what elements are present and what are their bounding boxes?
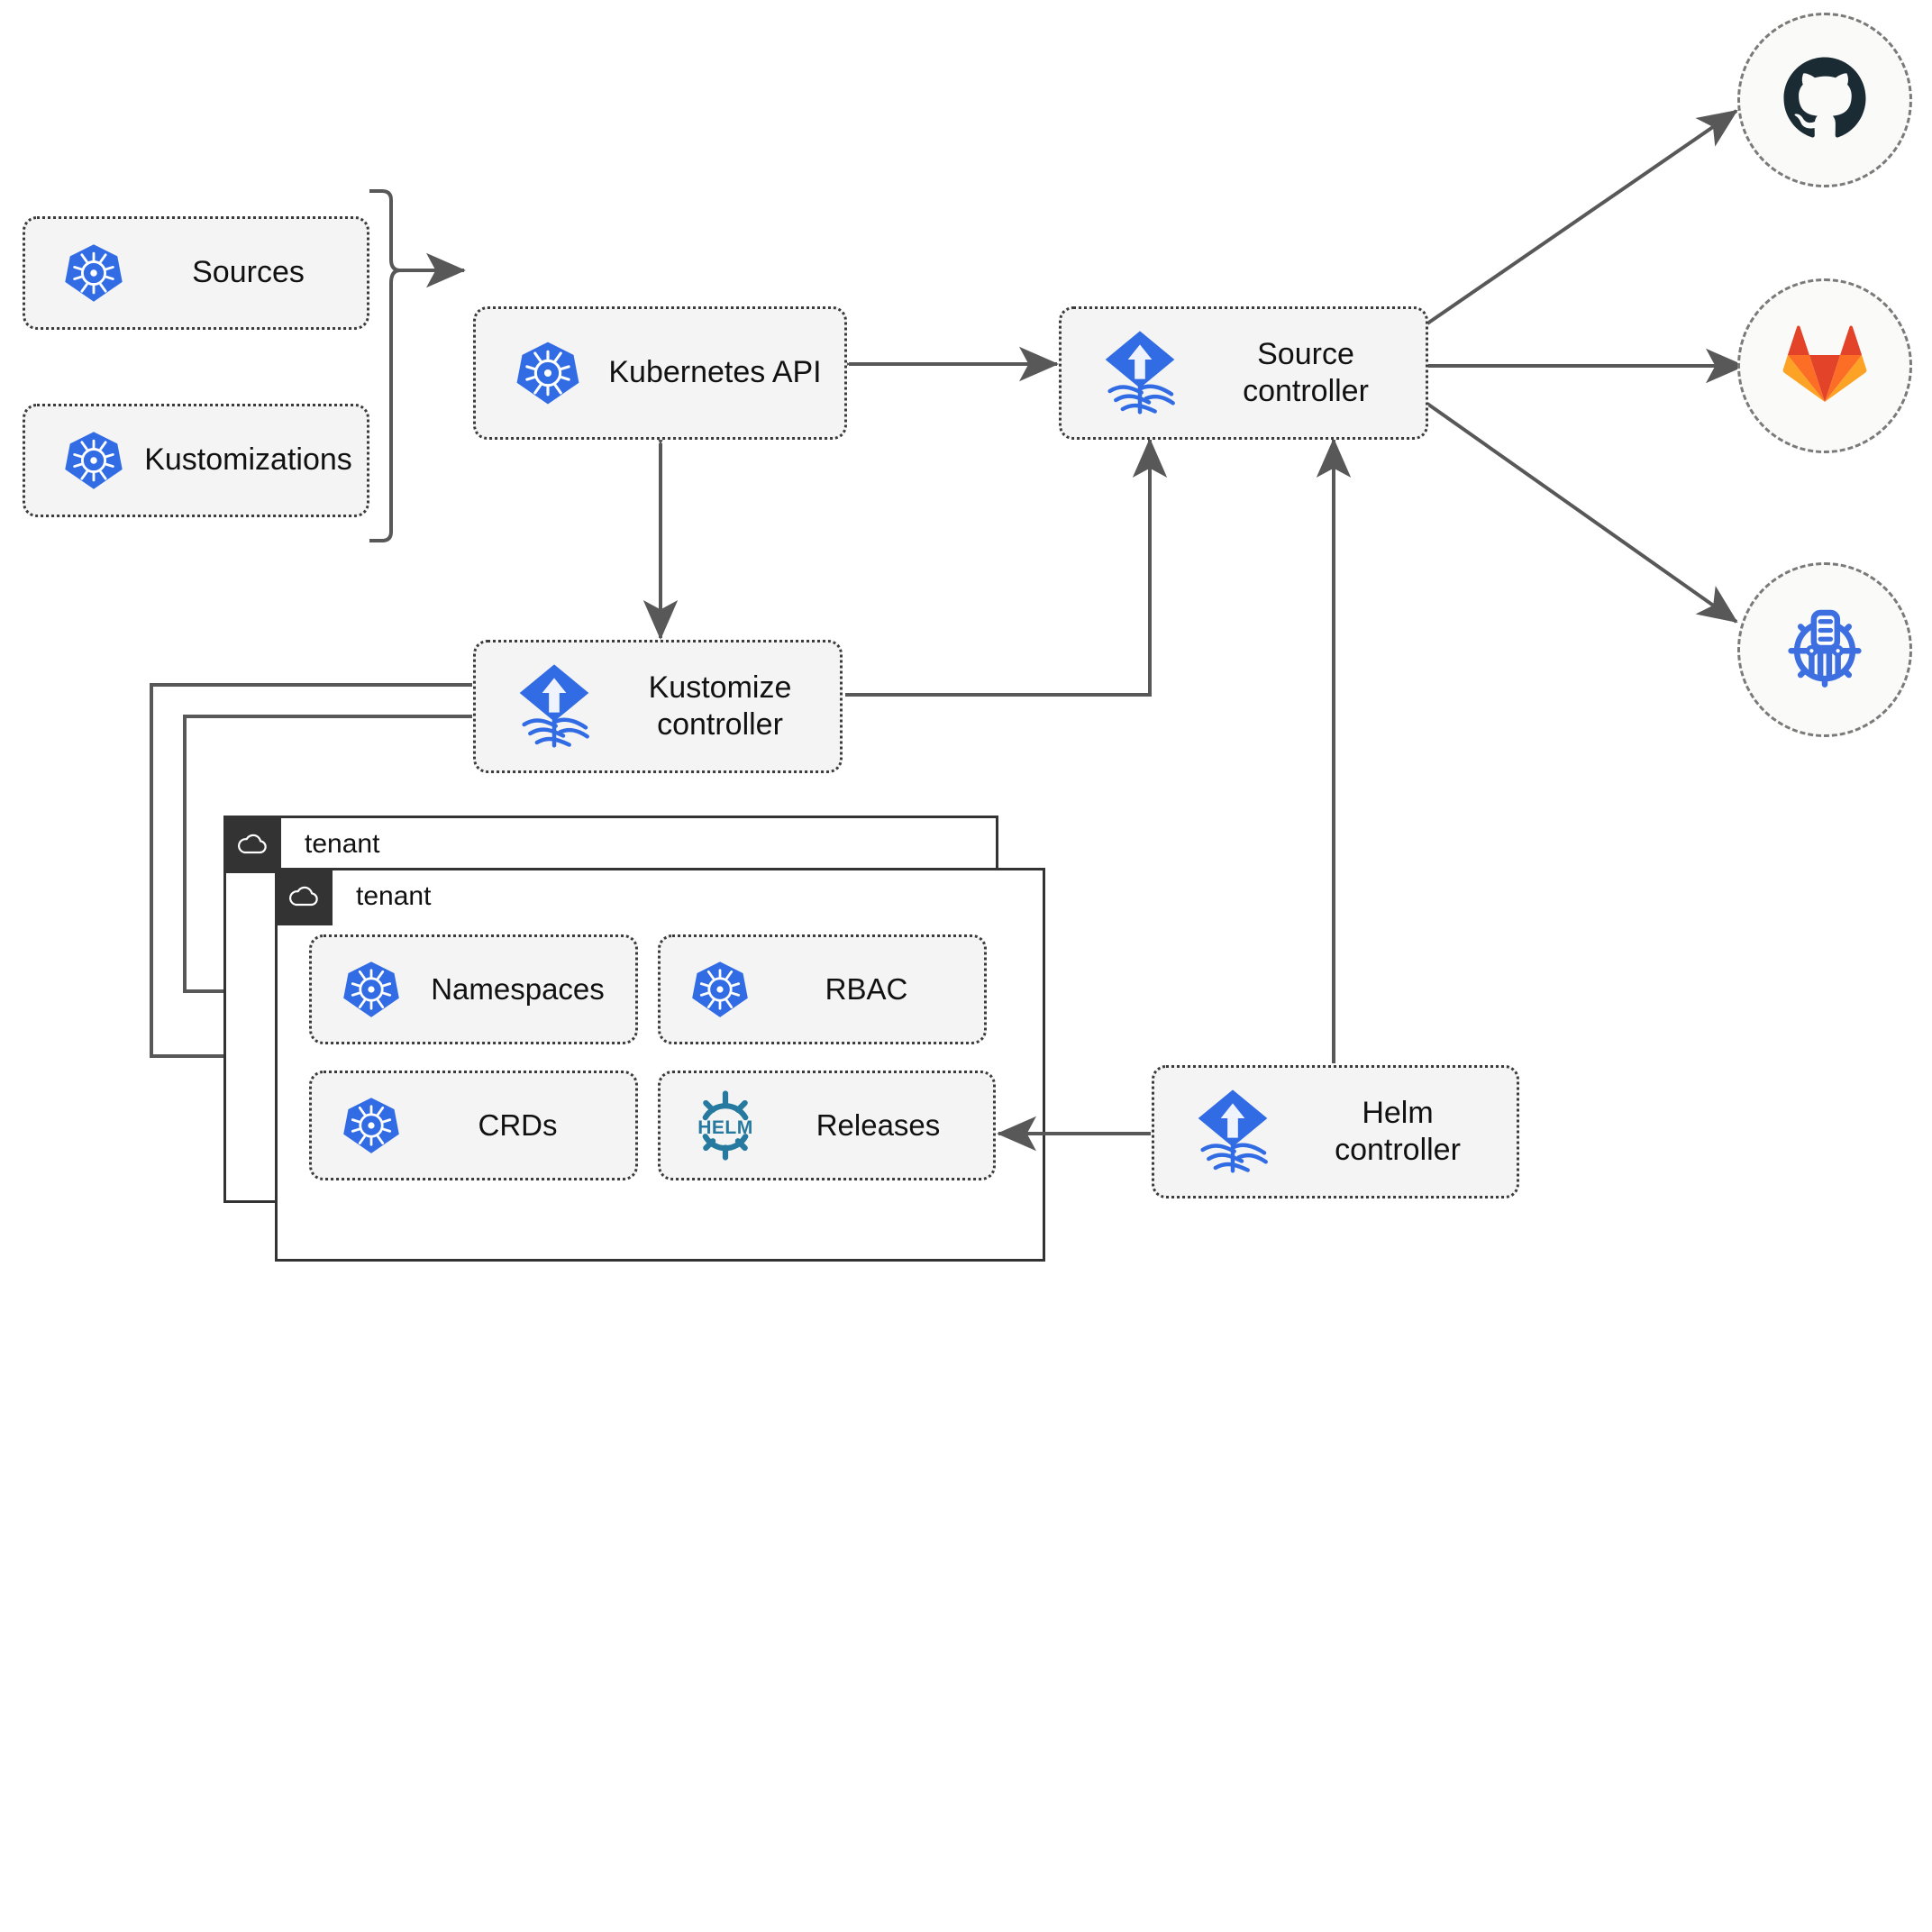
- kubernetes-icon: [312, 959, 413, 1020]
- provider-github[interactable]: [1737, 13, 1912, 187]
- node-label: RBAC: [825, 971, 908, 1006]
- flux-icon: [1062, 328, 1198, 418]
- github-icon: [1778, 51, 1872, 150]
- node-source-controller[interactable]: Source controller: [1059, 306, 1428, 440]
- kubernetes-icon: [661, 959, 761, 1020]
- tenant-inner[interactable]: tenant: [275, 868, 1045, 1262]
- flux-icon: [1154, 1087, 1291, 1177]
- flux-icon: [476, 661, 613, 752]
- node-kustomizations[interactable]: Kustomizations: [23, 404, 369, 517]
- node-label: Namespaces: [431, 971, 605, 1006]
- node-label: Kustomize controller: [648, 670, 792, 742]
- node-label: Kustomizations: [144, 442, 352, 478]
- node-kustomize-controller[interactable]: Kustomize controller: [473, 640, 843, 773]
- tenant-outer-label: tenant: [305, 829, 380, 859]
- tenant-inner-label: tenant: [356, 881, 432, 911]
- helm-icon: HELM: [661, 1089, 776, 1162]
- provider-helm-registry[interactable]: [1737, 562, 1912, 737]
- node-label: Releases: [816, 1107, 941, 1142]
- node-sources[interactable]: Sources: [23, 216, 369, 330]
- connector-overlay: [997, 1116, 1090, 1152]
- provider-gitlab[interactable]: [1737, 278, 1912, 453]
- node-label: Helm controller: [1335, 1095, 1461, 1167]
- wire-source-to-github: [1426, 109, 1738, 325]
- node-label: Sources: [192, 255, 305, 290]
- node-label: Source controller: [1243, 336, 1369, 408]
- svg-text:HELM: HELM: [697, 1117, 753, 1138]
- kubernetes-icon: [476, 339, 598, 407]
- node-rbac[interactable]: RBAC: [658, 934, 987, 1044]
- node-releases[interactable]: HELM Releases: [658, 1071, 996, 1180]
- cloud-icon: [275, 868, 333, 925]
- gitlab-icon: [1782, 324, 1868, 409]
- wire-source-to-helm-registry: [1426, 402, 1738, 624]
- helm-registry-icon: [1778, 601, 1872, 699]
- cloud-icon: [223, 816, 281, 873]
- node-crds[interactable]: CRDs: [309, 1071, 638, 1180]
- kubernetes-icon: [25, 429, 142, 492]
- kubernetes-icon: [25, 242, 142, 305]
- kubernetes-icon: [312, 1095, 413, 1156]
- tenant-inner-header: tenant: [275, 868, 431, 925]
- node-helm-controller[interactable]: Helm controller: [1152, 1065, 1519, 1198]
- node-label: CRDs: [478, 1107, 558, 1142]
- wire-kustomize-to-source: [845, 438, 1168, 697]
- node-namespaces[interactable]: Namespaces: [309, 934, 638, 1044]
- wire-kustomize-to-tenant-outer: [150, 683, 472, 1074]
- tenant-outer-header: tenant: [223, 816, 379, 873]
